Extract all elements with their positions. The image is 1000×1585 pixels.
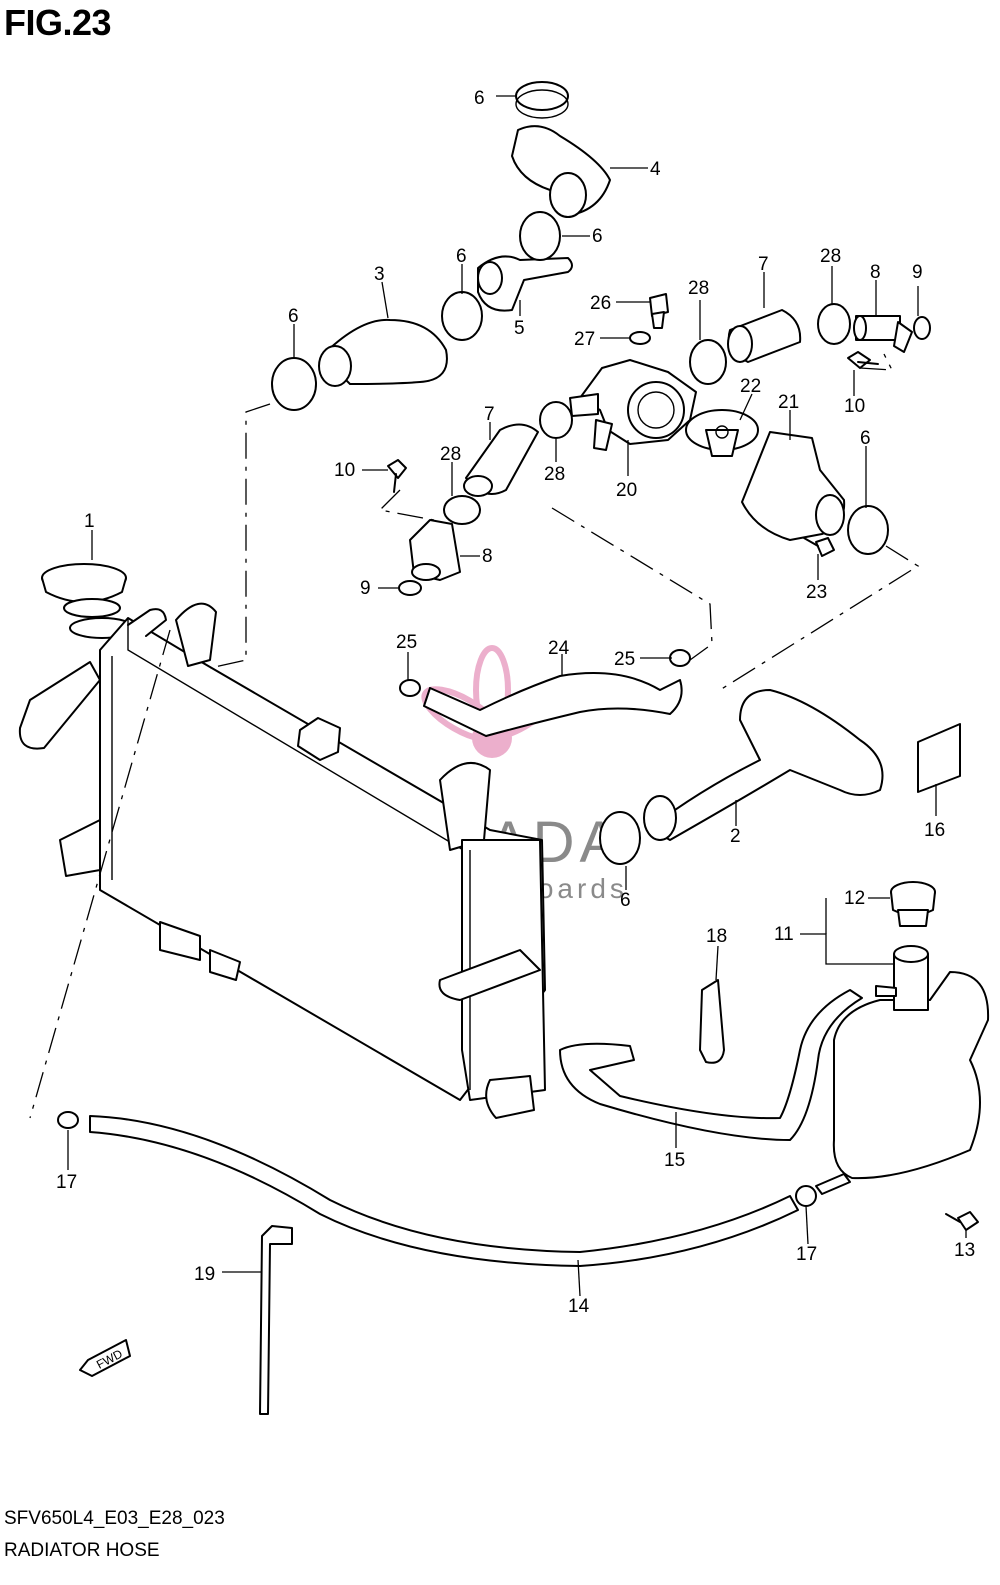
callout-6-f: 6: [620, 890, 631, 911]
union-8-left[interactable]: [409, 519, 461, 581]
callout-7-b: 7: [484, 404, 495, 425]
hose-14[interactable]: [89, 1115, 799, 1267]
callout-10-a: 10: [844, 396, 865, 417]
hose-2[interactable]: [643, 689, 884, 841]
callout-14: 14: [568, 1296, 590, 1317]
callout-26: 26: [590, 293, 611, 314]
callout-28-d: 28: [440, 444, 461, 465]
clamp-18[interactable]: [699, 979, 725, 1064]
callout-labels: 1 2 3 4 5 6 6 6 6 6 6 7 7 8 8 9 9 10 10 …: [56, 88, 975, 1317]
bolt-23[interactable]: [803, 537, 835, 557]
union-8-right[interactable]: [853, 315, 913, 353]
sensor-26[interactable]: [649, 293, 669, 329]
thermostat-22[interactable]: [685, 409, 759, 457]
leader-lines: [67, 95, 967, 1297]
callout-6-e: 6: [860, 428, 871, 449]
clamp-17-b[interactable]: [795, 1185, 817, 1207]
hose-7-upper[interactable]: [727, 309, 802, 363]
callout-20: 20: [616, 480, 637, 501]
callout-6-c: 6: [456, 246, 467, 267]
callout-11: 11: [774, 924, 794, 945]
callout-17-a: 17: [56, 1172, 77, 1193]
bolt-10-right[interactable]: [847, 351, 879, 369]
clamp-28-c[interactable]: [539, 401, 573, 439]
clamp-6-cover[interactable]: [847, 505, 889, 555]
callout-28-a: 28: [688, 278, 709, 299]
gasket-27[interactable]: [629, 331, 651, 345]
reservoir-cap-12[interactable]: [890, 881, 936, 927]
callout-1: 1: [84, 511, 95, 532]
thermostat-cover-21[interactable]: [741, 431, 846, 541]
callout-6-b: 6: [592, 226, 603, 247]
callout-16: 16: [924, 820, 945, 841]
bolt-10-left[interactable]: [387, 459, 407, 493]
hose-15[interactable]: [559, 989, 863, 1141]
clamp-19[interactable]: [259, 1225, 293, 1415]
callout-7-a: 7: [758, 254, 769, 275]
callout-17-b: 17: [796, 1244, 817, 1265]
callout-9-b: 9: [360, 578, 371, 599]
callout-6-a: 6: [474, 88, 485, 109]
callout-22: 22: [740, 376, 761, 397]
callout-15: 15: [664, 1150, 685, 1171]
callout-21: 21: [778, 392, 799, 413]
hose-7-lower[interactable]: [463, 423, 539, 497]
callout-25-b: 25: [614, 649, 635, 670]
diagram-name: RADIATOR HOSE: [4, 1540, 160, 1561]
clamp-28-b[interactable]: [817, 303, 851, 345]
reservoir-11[interactable]: [815, 945, 990, 1195]
clamp-6-left[interactable]: [441, 291, 483, 341]
diagram-code: SFV650L4_E03_E28_023: [4, 1508, 225, 1529]
callout-9-a: 9: [912, 262, 923, 283]
callout-27: 27: [574, 329, 595, 350]
callout-2: 2: [730, 826, 741, 847]
callout-18: 18: [706, 926, 727, 947]
clamp-6-radiator[interactable]: [271, 357, 317, 411]
oring-9-left[interactable]: [398, 580, 422, 596]
hose-24[interactable]: [423, 672, 683, 737]
clamp-17-a[interactable]: [57, 1111, 79, 1129]
callout-28-c: 28: [544, 464, 565, 485]
fwd-arrow: FWD: [79, 1339, 131, 1377]
thermostat-housing-20[interactable]: [569, 359, 697, 451]
callout-5: 5: [514, 318, 525, 339]
clamp-6-top[interactable]: [515, 81, 569, 119]
hose-3[interactable]: [318, 318, 448, 387]
callout-25-a: 25: [396, 632, 417, 653]
callout-19: 19: [194, 1264, 215, 1285]
cushion-16[interactable]: [917, 723, 961, 793]
clamp-28-a[interactable]: [689, 339, 727, 385]
callout-8-b: 8: [482, 546, 493, 567]
radiator-core[interactable]: [18, 602, 546, 1119]
clamp-25-b[interactable]: [669, 649, 691, 667]
callout-8-a: 8: [870, 262, 881, 283]
oring-9-right[interactable]: [913, 316, 931, 340]
hose-4[interactable]: [511, 125, 611, 218]
figure-title: FIG.23: [4, 2, 112, 43]
callout-12: 12: [844, 888, 865, 909]
pipe-5[interactable]: [477, 255, 573, 312]
callout-24: 24: [548, 638, 570, 659]
callout-10-b: 10: [334, 460, 355, 481]
callout-3: 3: [374, 264, 385, 285]
assembly-lines: [29, 353, 920, 1119]
callout-4: 4: [650, 159, 661, 180]
callout-6-d: 6: [288, 306, 299, 327]
callout-23: 23: [806, 582, 827, 603]
clamp-25-a[interactable]: [399, 679, 421, 697]
clamp-28-d[interactable]: [443, 495, 481, 525]
callout-13: 13: [954, 1240, 975, 1261]
clamp-6-lower[interactable]: [599, 811, 641, 865]
bolt-13[interactable]: [945, 1211, 979, 1231]
clamp-6-mid[interactable]: [519, 211, 561, 261]
callout-28-b: 28: [820, 246, 841, 267]
